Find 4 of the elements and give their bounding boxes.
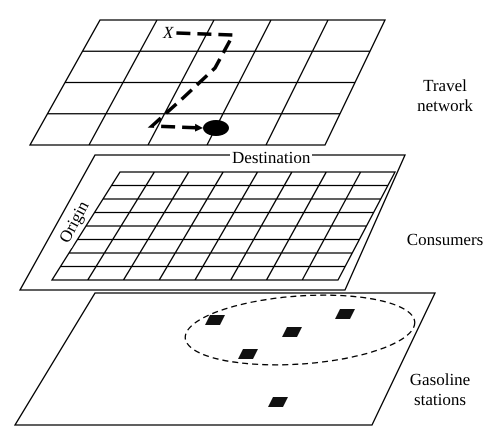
layer-label: Consumers — [406, 230, 484, 250]
layer-label: Gasoline stations — [408, 370, 472, 410]
destination-dot — [203, 120, 229, 136]
layer-label: Travel network — [416, 76, 474, 116]
